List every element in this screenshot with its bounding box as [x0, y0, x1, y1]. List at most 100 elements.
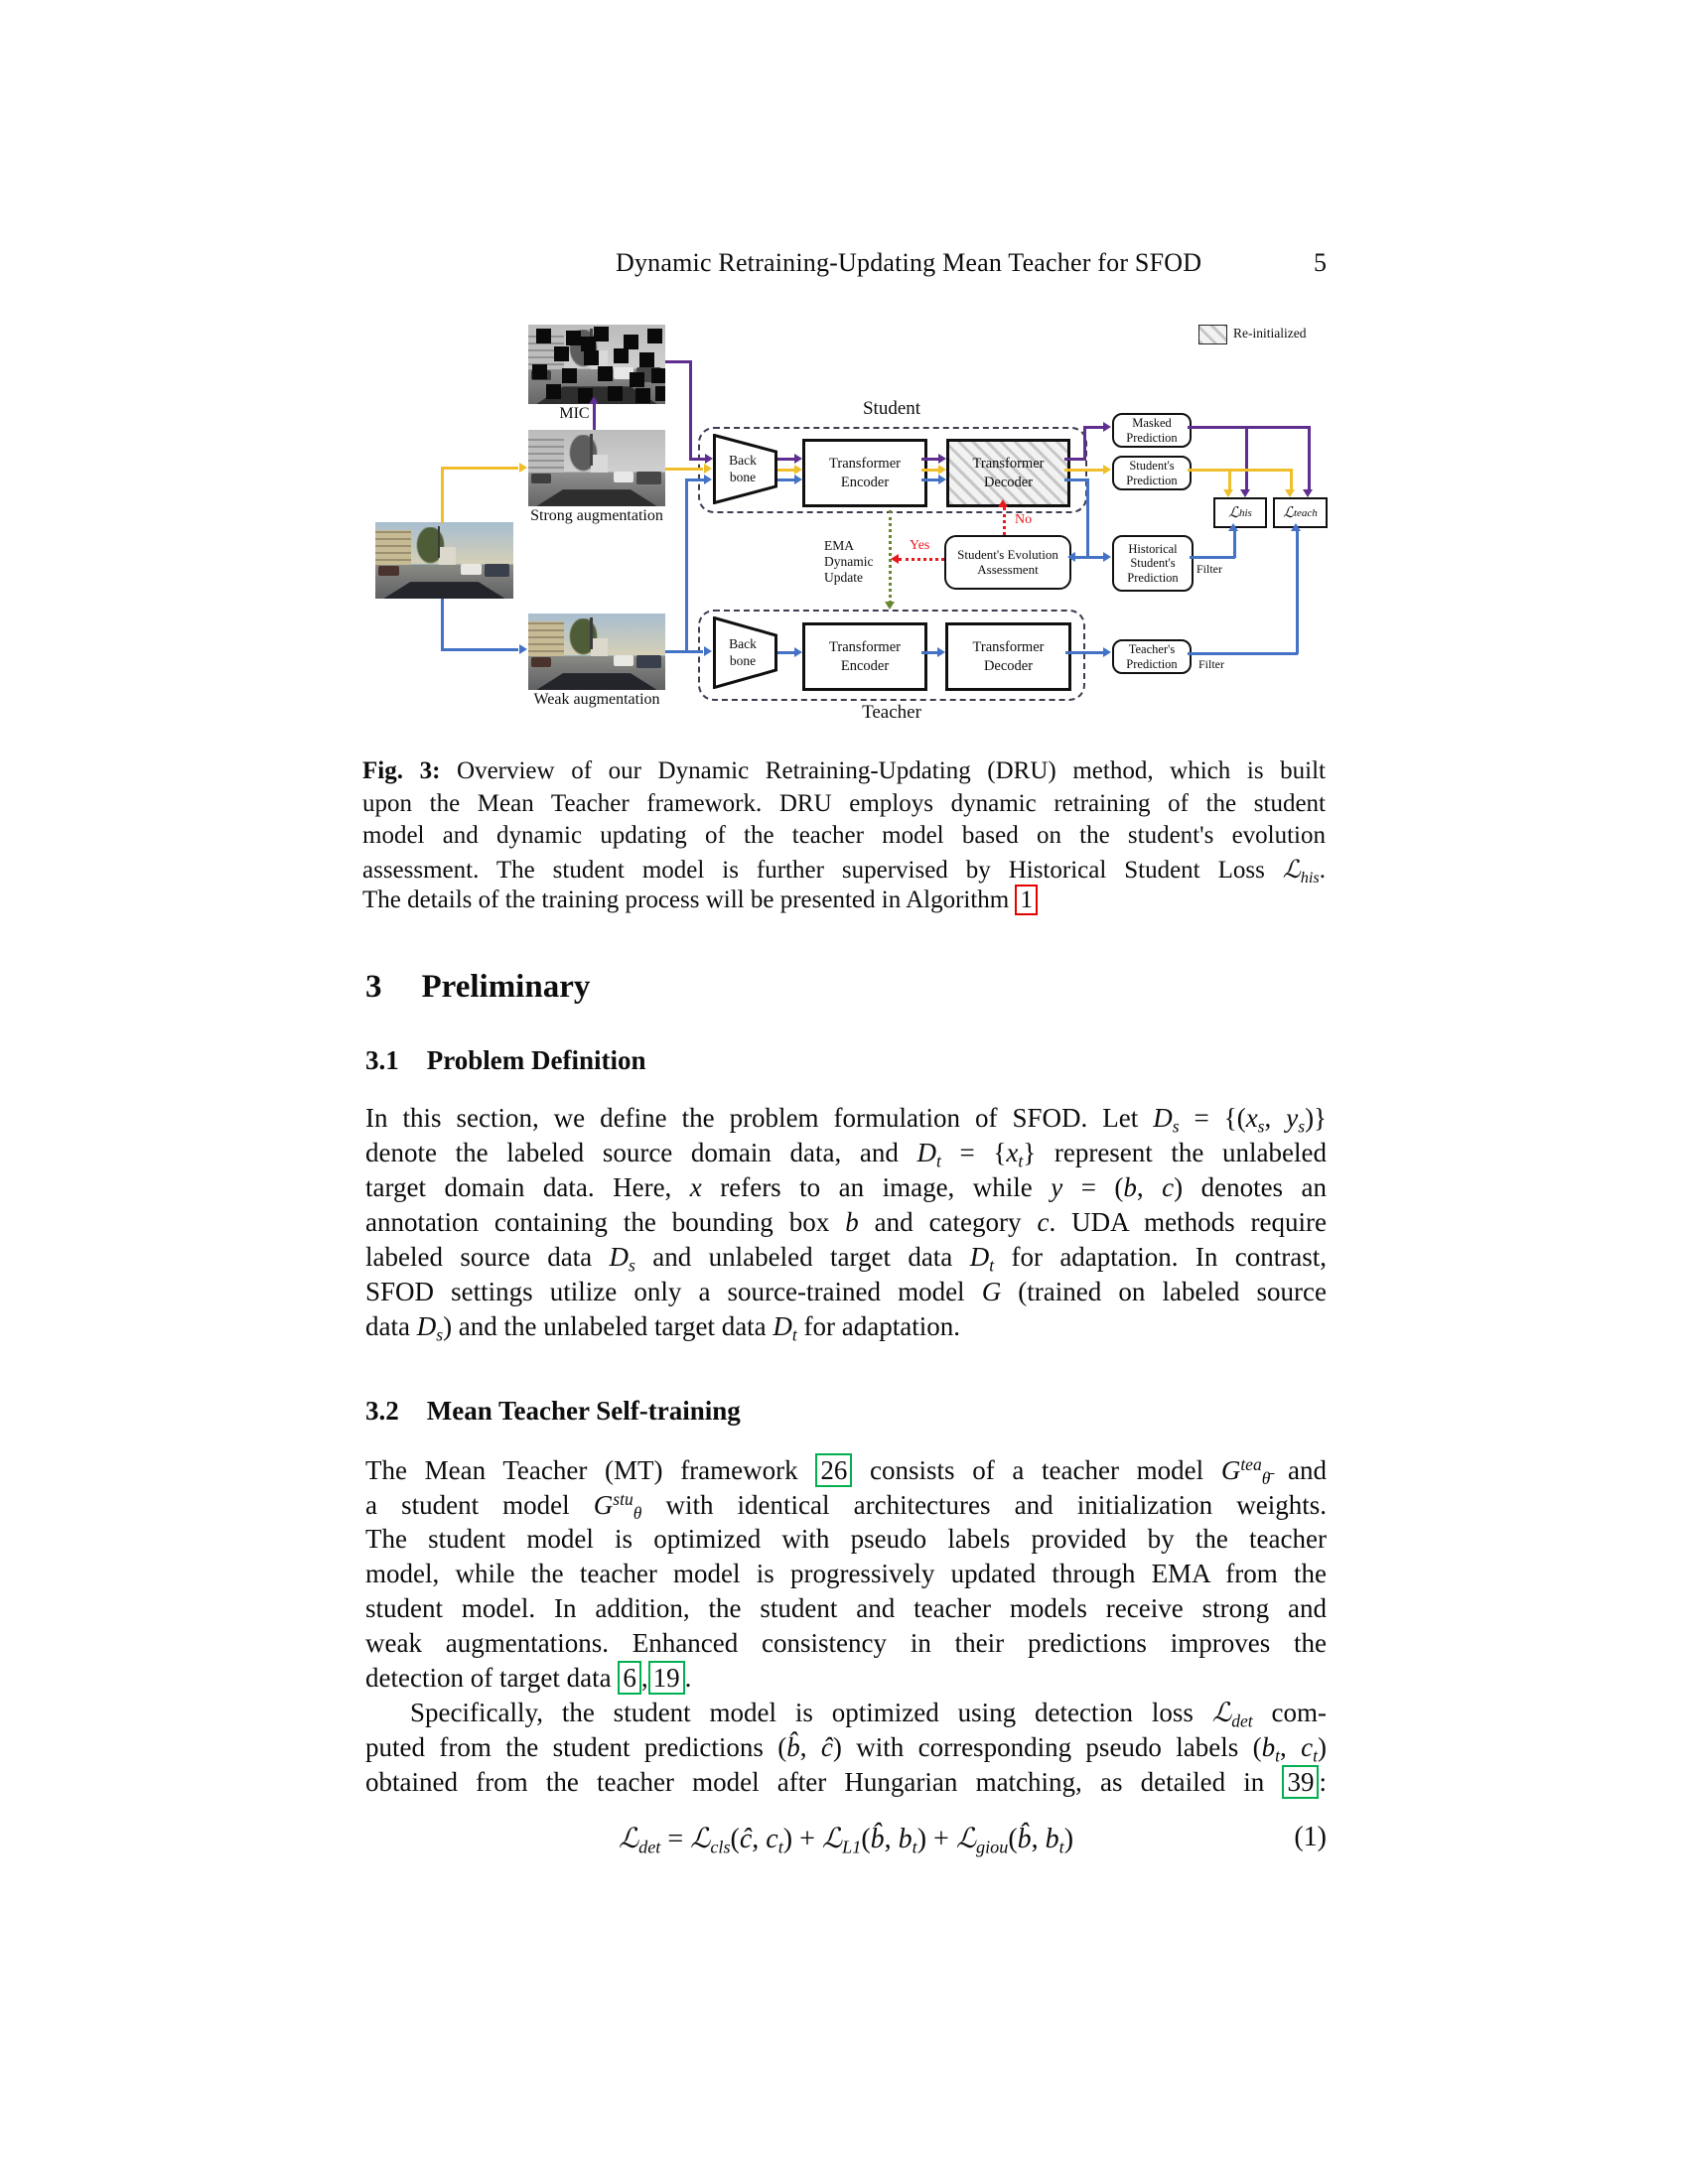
text-run: ℒ — [690, 1824, 711, 1854]
text-run: In this section, we define the problem f… — [365, 1103, 1154, 1133]
text-run: ℒ — [955, 1824, 976, 1854]
text-run: s — [1298, 1116, 1306, 1137]
trapezoid-icon — [713, 615, 777, 690]
arrowhead-icon — [1103, 422, 1111, 432]
text-run: upon the Mean Teacher framework. DRU emp… — [362, 789, 1326, 817]
connector-line — [777, 478, 794, 481]
text-run: cls — [710, 1837, 731, 1857]
text-run: ) + — [782, 1824, 822, 1854]
text-run: D — [1153, 1103, 1173, 1133]
building-layer — [375, 529, 412, 569]
text-run: det — [638, 1837, 661, 1857]
connector-line — [685, 479, 688, 651]
text-run: assessment. The student model is further… — [362, 856, 1283, 884]
connector-line — [441, 467, 518, 470]
arrowhead-icon — [1103, 647, 1111, 657]
text-run: D — [969, 1242, 990, 1272]
figure-caption: Fig. 3: Overview of our Dynamic Retraini… — [362, 757, 1326, 919]
citation-link[interactable]: 1 — [1015, 885, 1038, 915]
arrowhead-icon — [1067, 552, 1075, 562]
text-run: puted from the student predictions ( — [365, 1732, 787, 1762]
text-line: The student model is optimized with pseu… — [365, 1524, 1327, 1559]
arrowhead-icon — [794, 454, 802, 464]
text-line: denote the labeled source domain data, a… — [365, 1138, 1327, 1172]
text-line: In this section, we define the problem f… — [365, 1103, 1327, 1138]
connector-line — [777, 651, 794, 654]
text-run: t — [1058, 1837, 1064, 1857]
text-run: D — [609, 1242, 630, 1272]
citation-link[interactable]: 39 — [1282, 1765, 1320, 1799]
connector-line — [689, 458, 705, 461]
text-run: student model. In addition, the student … — [365, 1593, 1327, 1623]
text-run: ) + — [916, 1824, 956, 1854]
yes-dotted-line — [899, 558, 944, 561]
text-line: model, while the teacher model is progre… — [365, 1559, 1327, 1593]
text-run: s — [436, 1324, 444, 1345]
citation-link[interactable]: 19 — [647, 1661, 685, 1695]
text-run: ) denotes an — [1174, 1172, 1328, 1202]
citation-link[interactable]: 26 — [815, 1452, 853, 1487]
text-line: SFOD settings utilize only a source-trai… — [365, 1277, 1327, 1311]
text-run: = {( — [1179, 1103, 1246, 1133]
yes-label: Yes — [910, 538, 930, 553]
text-run: = — [660, 1824, 691, 1854]
connector-line — [1064, 469, 1103, 472]
text-run: s — [1172, 1116, 1180, 1137]
text-run: x — [689, 1172, 702, 1202]
running-title: Dynamic Retraining-Updating Mean Teacher… — [616, 248, 1202, 277]
caption-line: The details of the training process will… — [362, 885, 1326, 919]
text-run: , — [1280, 1732, 1302, 1762]
connector-line — [1190, 556, 1235, 559]
connector-line — [665, 360, 692, 363]
legend-label: Re-initialized — [1233, 326, 1307, 341]
text-run: , — [752, 1824, 767, 1854]
citation-link[interactable]: 6 — [618, 1661, 641, 1695]
text-run: D — [416, 1311, 437, 1341]
text-run: , — [640, 1663, 648, 1693]
connector-line — [1083, 426, 1104, 429]
arrowhead-icon — [705, 454, 713, 464]
text-line: weak augmentations. Enhanced consistency… — [365, 1628, 1327, 1663]
van-layer — [613, 471, 634, 483]
connector-line — [1290, 471, 1293, 490]
text-run: G — [593, 1489, 614, 1520]
text-run: ĉ — [820, 1732, 833, 1762]
text-run: b̂ — [870, 1824, 885, 1854]
reinitialized-swatch-icon — [1198, 325, 1227, 344]
pole-layer — [590, 433, 593, 467]
pole-layer — [437, 525, 441, 559]
connector-line — [1074, 556, 1105, 559]
text-run: ( — [861, 1824, 871, 1854]
text-run: b — [1261, 1732, 1276, 1762]
arrowhead-icon — [1223, 489, 1233, 497]
strong-augmentation-label: Strong augmentation — [530, 507, 663, 524]
connector-line — [1228, 471, 1231, 490]
caption-line: Fig. 3: Overview of our Dynamic Retraini… — [362, 757, 1326, 790]
arrowhead-icon — [519, 463, 527, 473]
car-layer — [636, 367, 661, 382]
text-run: obtained from the teacher model after Hu… — [365, 1767, 1283, 1797]
arrowhead-icon — [885, 602, 895, 610]
page-number: 5 — [1314, 248, 1327, 277]
text-run: for adaptation. In contrast, — [994, 1242, 1327, 1272]
text-run: G — [1220, 1454, 1241, 1485]
paragraph-problem-definition: In this section, we define the problem f… — [365, 1103, 1327, 1346]
text-line: The Mean Teacher (MT) framework 26 consi… — [365, 1452, 1327, 1489]
arrowhead-icon — [704, 464, 712, 474]
text-line: a student model Gstuθ with identical arc… — [365, 1489, 1327, 1524]
text-run: model and dynamic updating of the teache… — [362, 822, 1326, 849]
text-run: t — [777, 1837, 783, 1857]
text-run: ĉ — [739, 1824, 753, 1854]
connector-line — [441, 648, 518, 651]
text-run: y — [1051, 1172, 1063, 1202]
text-run: = { — [940, 1138, 1007, 1167]
